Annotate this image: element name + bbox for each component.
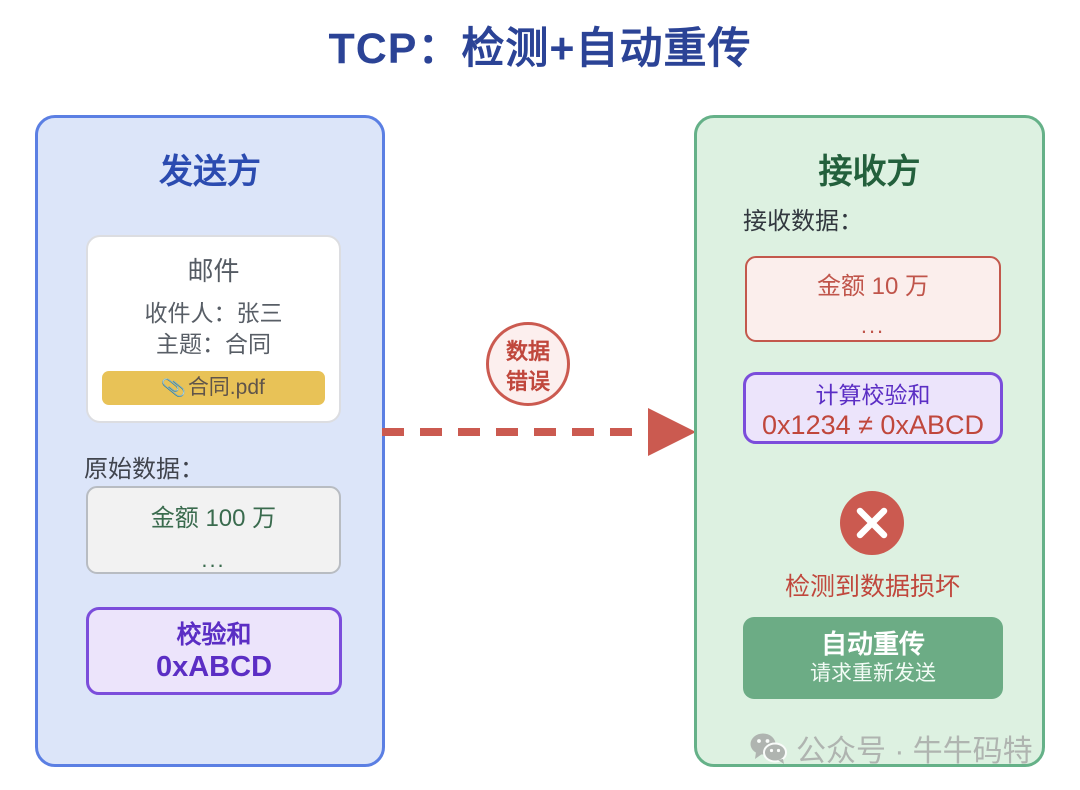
data-error-line1: 数据: [505, 339, 550, 364]
arrow-head: [648, 408, 696, 456]
wechat-icon: [750, 733, 787, 764]
sender-checksum-label: 校验和: [176, 621, 252, 649]
sender-checksum-value: 0xABCD: [155, 651, 273, 684]
data-error-badge: 数据 错误: [486, 322, 570, 406]
page-title: TCP：检测+自动重传: [328, 25, 752, 73]
receiver-checksum-box: 计算校验和 0x1234 ≠ 0xABCD: [743, 372, 1003, 444]
attachment-filename: 合同.pdf: [187, 376, 265, 400]
watermark: 公众号 · 牛牛码特: [750, 726, 1033, 770]
receiver-title: 接收方: [818, 153, 921, 191]
receiver-checksum-value: 0x1234 ≠ 0xABCD: [762, 409, 984, 440]
original-data-box: 金额 100 万 ...: [86, 486, 341, 574]
mail-subject: 主题：合同: [156, 330, 271, 357]
attachment-badge[interactable]: 📎合同.pdf: [102, 371, 325, 406]
retransmit-subtitle: 请求重新发送: [810, 662, 936, 686]
mail-card: 邮件 收件人：张三 主题：合同 📎合同.pdf: [86, 235, 341, 424]
mail-recipient: 收件人：张三: [144, 300, 283, 326]
sender-checksum-box: 校验和 0xABCD: [86, 607, 342, 695]
received-data-box: 金额 10 万 ...: [745, 256, 1001, 342]
retransmit-title: 自动重传: [820, 629, 925, 659]
transmission-arrow: [382, 408, 696, 456]
mail-heading: 邮件: [187, 256, 240, 286]
sender-panel: 发送方 邮件 收件人：张三 主题：合同 📎合同.pdf 原始数据： 金额 100…: [35, 115, 385, 767]
received-data-line1: 金额 10 万: [816, 273, 930, 300]
sender-title: 发送方: [159, 153, 261, 191]
paperclip-icon: 📎: [160, 376, 188, 402]
original-data-line1: 金额 100 万: [150, 505, 277, 532]
original-data-line2: ...: [201, 547, 226, 572]
received-data-line2: ...: [860, 313, 886, 338]
original-data-label: 原始数据：: [84, 456, 204, 483]
auto-retransmit-button[interactable]: 自动重传 请求重新发送: [743, 617, 1003, 699]
receiver-panel: 接收方 接收数据： 金额 10 万 ... 计算校验和 0x1234 ≠ 0xA…: [694, 115, 1045, 767]
watermark-text: 公众号 · 牛牛码特: [796, 735, 1033, 768]
received-data-label: 接收数据：: [743, 208, 863, 235]
receiver-checksum-label: 计算校验和: [815, 382, 931, 408]
corruption-status-text: 检测到数据损坏: [784, 573, 960, 601]
data-error-line2: 错误: [505, 368, 550, 394]
error-x-icon: [840, 491, 904, 555]
